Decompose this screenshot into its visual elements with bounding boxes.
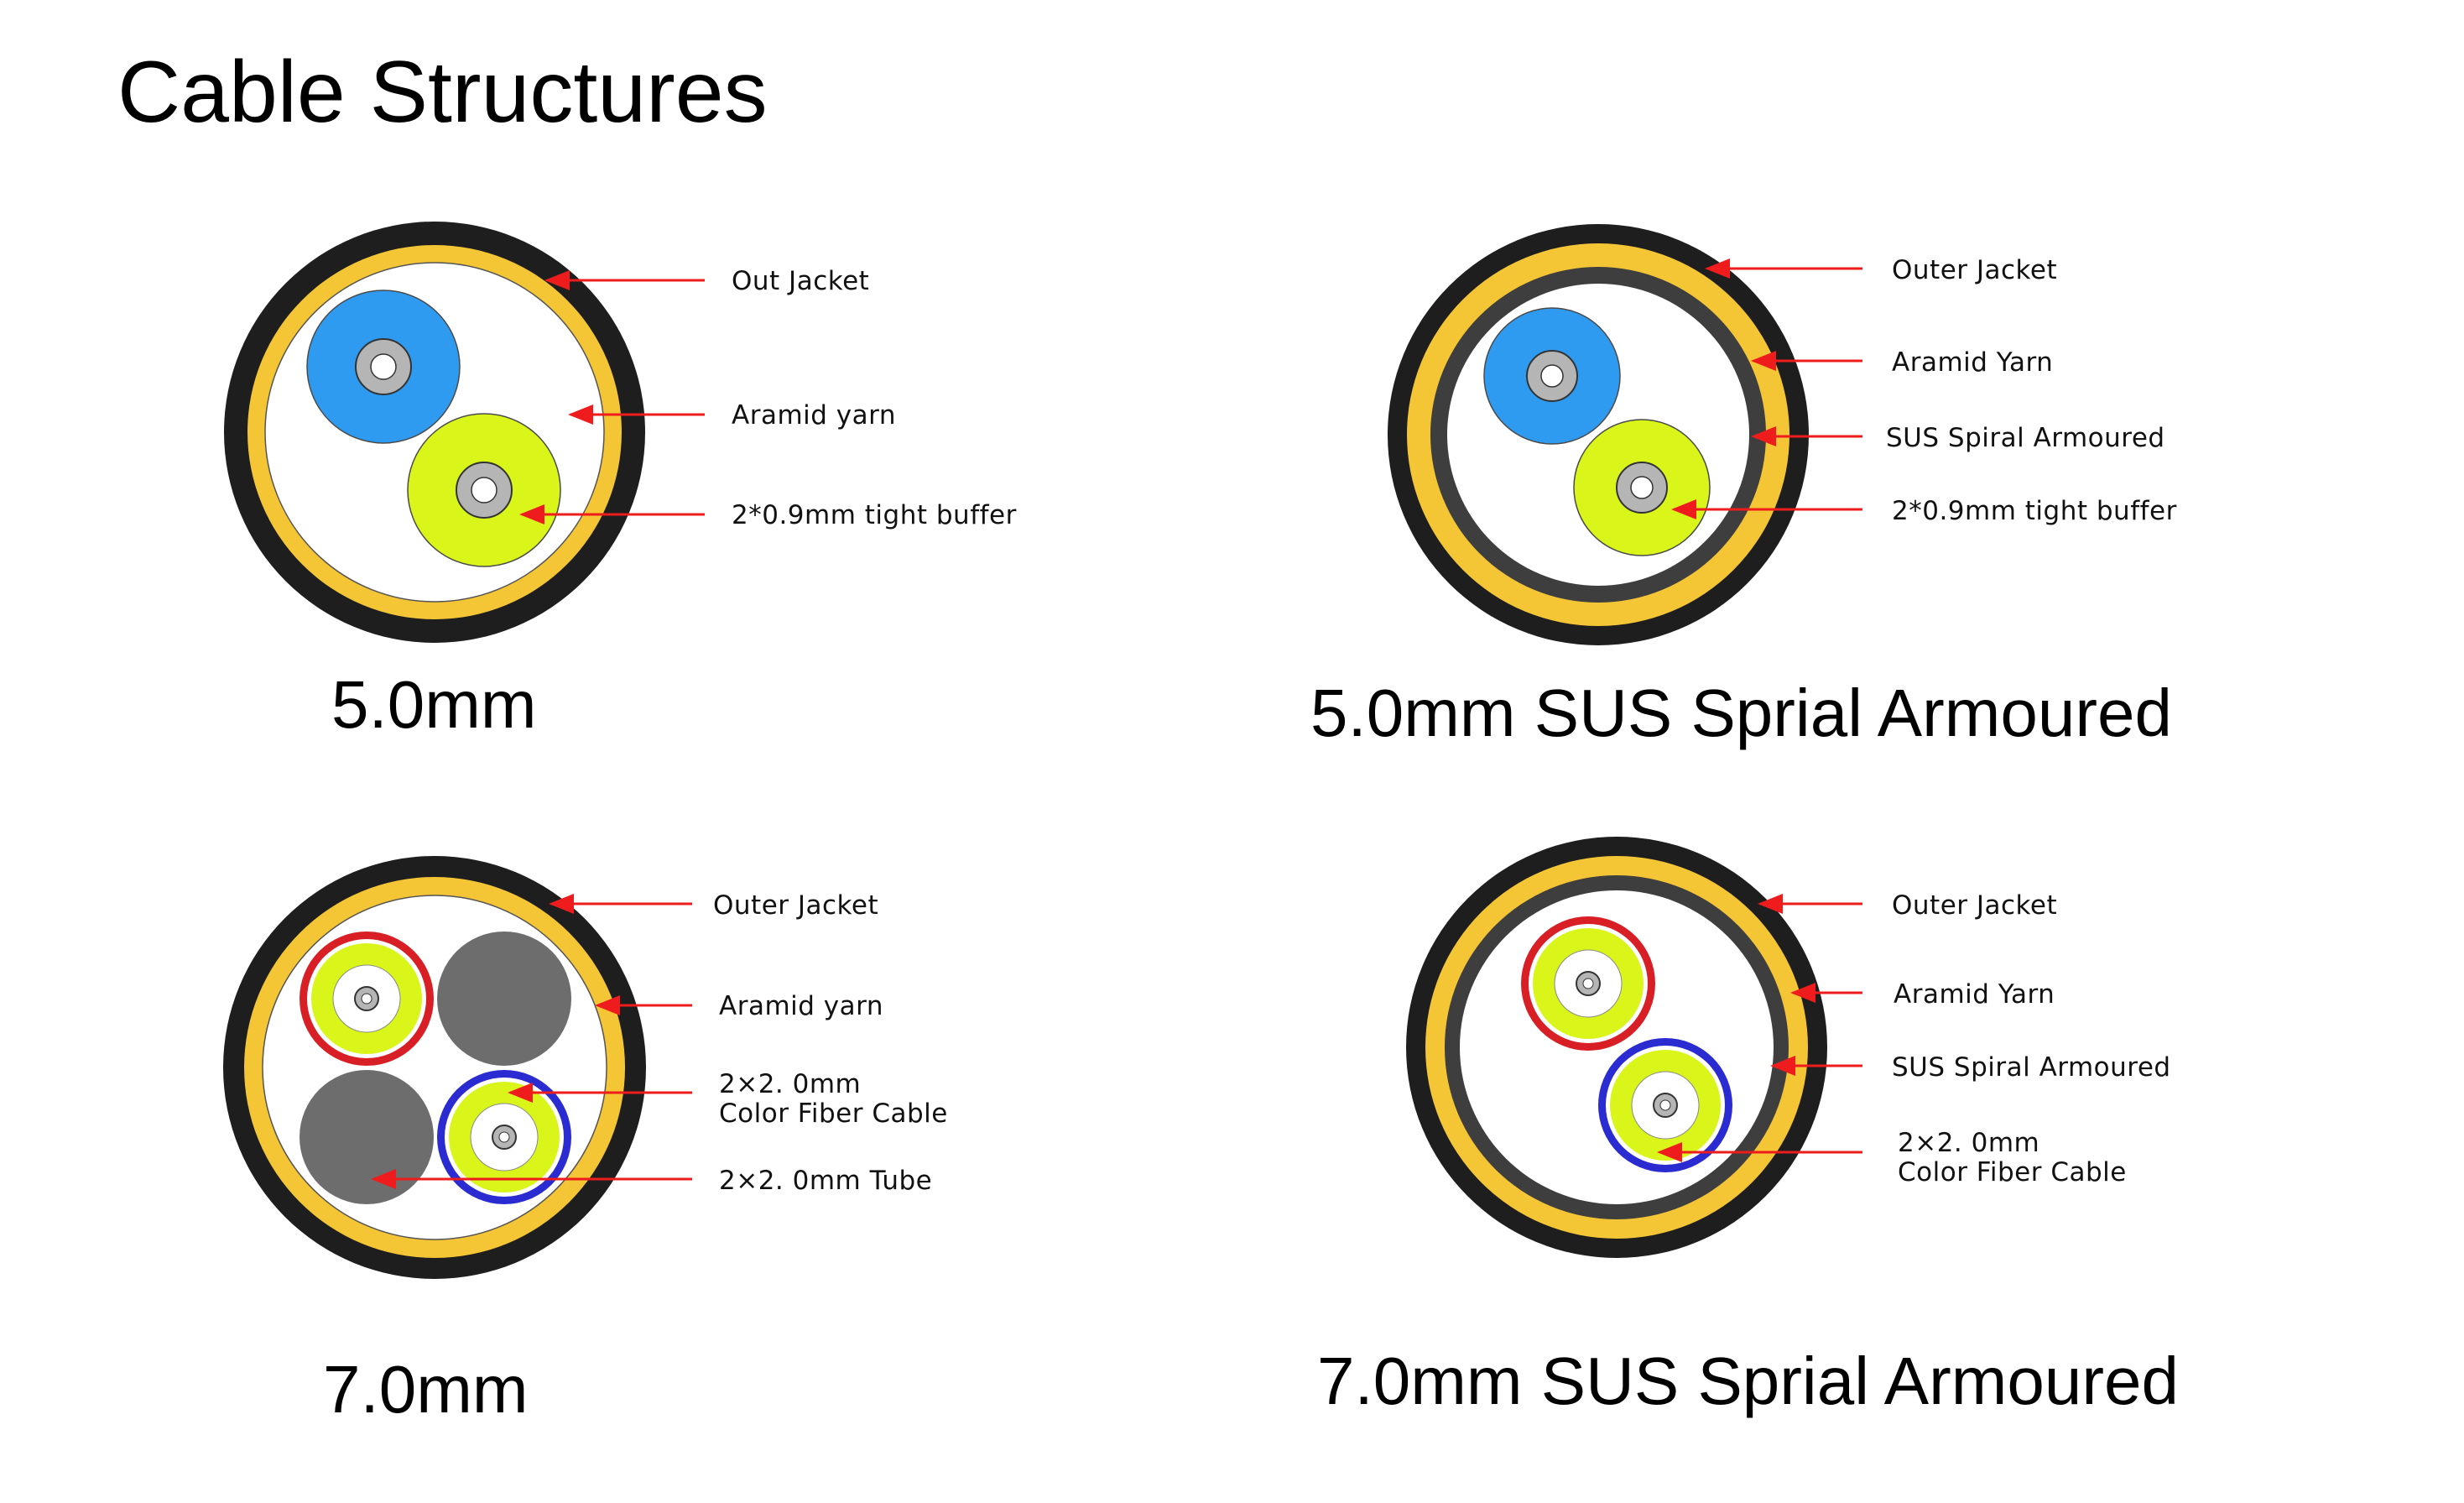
tight-buffer-yellowgreen [407, 413, 561, 567]
tube-gray [300, 1070, 434, 1204]
label-sus-spiral: SUS Spiral Armoured [1886, 423, 2165, 453]
label-aramid-yarn: Aramid Yarn [1894, 979, 2055, 1010]
cable-5mm: Out Jacket Aramid yarn 2*0.9mm tight buf… [224, 222, 1017, 742]
label-tube: 2×2. 0mm Tube [719, 1166, 932, 1196]
label-color-fiber-cable: Color Fiber Cable [1898, 1157, 2127, 1187]
cable-5mm-armoured: Outer Jacket Aramid Yarn SUS Spiral Armo… [1310, 224, 2177, 750]
tight-buffer-yellowgreen [1573, 419, 1711, 556]
tube-gray [437, 932, 571, 1066]
color-fiber-cable-red [1521, 916, 1655, 1051]
caption-7mm: 7.0mm [323, 1352, 529, 1427]
label-sus-spiral: SUS Spiral Armoured [1892, 1052, 2171, 1083]
label-fiber-size: 2×2. 0mm [1898, 1128, 2039, 1158]
label-aramid-yarn: Aramid yarn [719, 991, 883, 1021]
label-aramid-yarn: Aramid yarn [732, 400, 896, 431]
color-fiber-cable-blue [1598, 1038, 1732, 1172]
tight-buffer-blue [1483, 307, 1621, 445]
label-out-jacket: Out Jacket [732, 266, 869, 296]
label-outer-jacket: Outer Jacket [713, 890, 878, 921]
caption-7mm-armoured: 7.0mm SUS Sprial Armoured [1317, 1344, 2179, 1418]
label-tight-buffer: 2*0.9mm tight buffer [1892, 496, 2177, 526]
tight-buffer-blue [306, 290, 461, 444]
caption-5mm-armoured: 5.0mm SUS Sprial Armoured [1310, 676, 2172, 750]
label-outer-jacket: Outer Jacket [1892, 255, 2057, 285]
cable-7mm: Outer Jacket Aramid yarn 2×2. 0mm Color … [223, 856, 948, 1427]
label-fiber-size: 2×2. 0mm [719, 1069, 861, 1099]
cable-7mm-armoured: Outer Jacket Aramid Yarn SUS Spiral Armo… [1317, 837, 2179, 1418]
inner-space [262, 895, 607, 1240]
caption-5mm: 5.0mm [331, 667, 537, 742]
color-fiber-cable-blue [437, 1070, 571, 1204]
label-outer-jacket: Outer Jacket [1892, 890, 2057, 921]
label-color-fiber-cable: Color Fiber Cable [719, 1099, 948, 1129]
label-tight-buffer: 2*0.9mm tight buffer [732, 500, 1017, 530]
page-title: Cable Structures [117, 44, 768, 141]
color-fiber-cable-red [300, 932, 434, 1066]
label-aramid-yarn: Aramid Yarn [1892, 347, 2053, 378]
